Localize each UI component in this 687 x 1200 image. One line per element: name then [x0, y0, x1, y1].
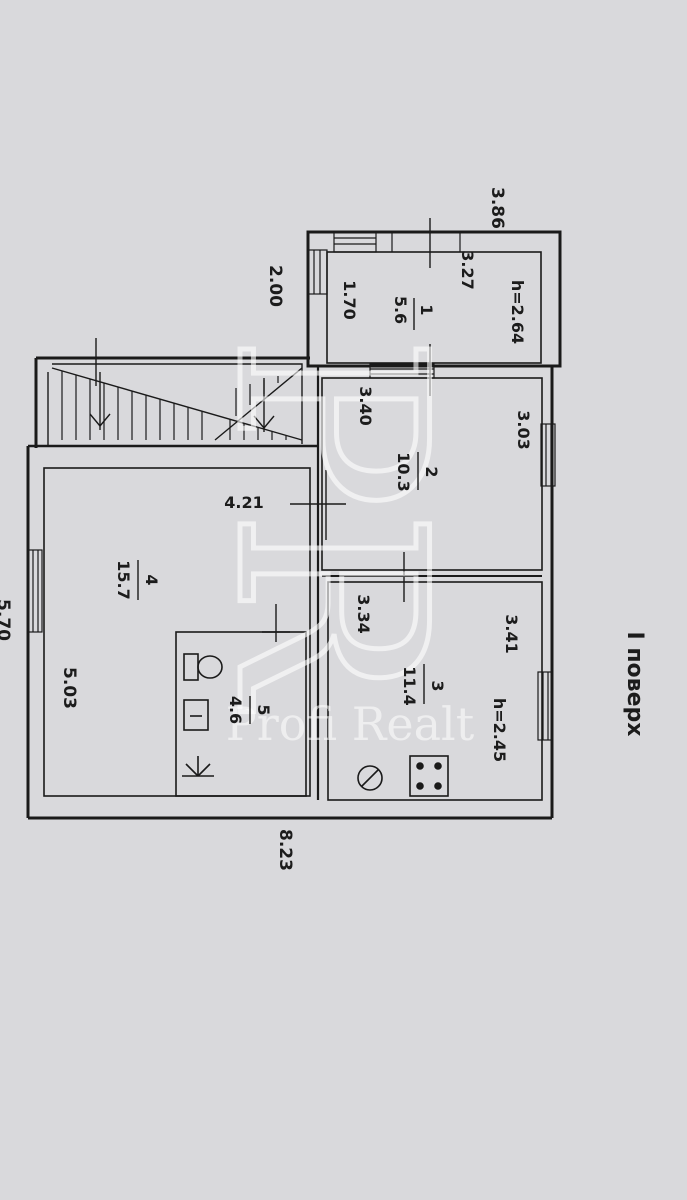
washbasin-icon	[183, 699, 209, 731]
room-5: 5 4.6	[226, 696, 273, 724]
room-2: 3.40 3.03 2 10.3	[356, 386, 533, 491]
room-2-width: 3.03	[514, 410, 533, 449]
room-1-length: 3.27	[458, 250, 477, 289]
room-4-area: 15.7	[114, 560, 133, 599]
dim-top-width: 3.86	[487, 187, 507, 229]
room-3-number: 3	[428, 680, 447, 691]
room-3-height: h=2.45	[490, 698, 509, 762]
room-4-number: 4	[142, 574, 161, 585]
watermark-monogram: PR	[178, 335, 480, 713]
shower-icon	[182, 756, 214, 777]
room-5-number: 5	[254, 704, 273, 715]
room-4: 4.21 4 15.7	[114, 493, 264, 600]
floor-label: I поверх	[622, 632, 647, 737]
door-swing-icon	[262, 218, 431, 642]
window-icon	[27, 231, 556, 741]
staircase	[51, 338, 303, 441]
room-2-number: 2	[422, 466, 441, 477]
watermark-text: Profi Realt	[226, 697, 475, 751]
sink-icon	[357, 765, 383, 791]
room-3: 3.34 3.41 3 11.4 h=2.45	[354, 594, 521, 762]
room-1-width: 1.70	[340, 280, 359, 319]
stair-arrow-icon	[253, 378, 275, 432]
stove-icon	[409, 755, 449, 797]
room-5-area: 4.6	[226, 696, 245, 724]
room-1-number: 1	[417, 304, 436, 315]
walls	[26, 230, 562, 820]
toilet-icon	[183, 653, 223, 681]
dim-left-room-depth: 5.03	[59, 667, 79, 709]
room-1-height: h=2.64	[508, 280, 527, 344]
dim-left-partial: 5.70	[0, 599, 13, 641]
room-1-area: 5.6	[391, 296, 410, 324]
room-4-length: 4.21	[224, 493, 263, 512]
room-2-area: 10.3	[394, 452, 413, 491]
room-3-length: 3.34	[354, 594, 373, 633]
room-1: 3.27 1.70 1 5.6 h=2.64	[340, 250, 527, 344]
dimension-labels: 3.86 2.00 5.70 8.23 5.03	[0, 187, 507, 871]
dim-stair-depth: 2.00	[265, 265, 285, 307]
watermark: PR Profi Realt	[176, 332, 483, 751]
room-3-width: 3.41	[502, 614, 521, 653]
dim-bottom-width: 8.23	[275, 829, 295, 871]
room-3-area: 11.4	[400, 666, 419, 705]
stair-arrow-icon	[89, 372, 111, 430]
room-2-length: 3.40	[356, 386, 375, 425]
